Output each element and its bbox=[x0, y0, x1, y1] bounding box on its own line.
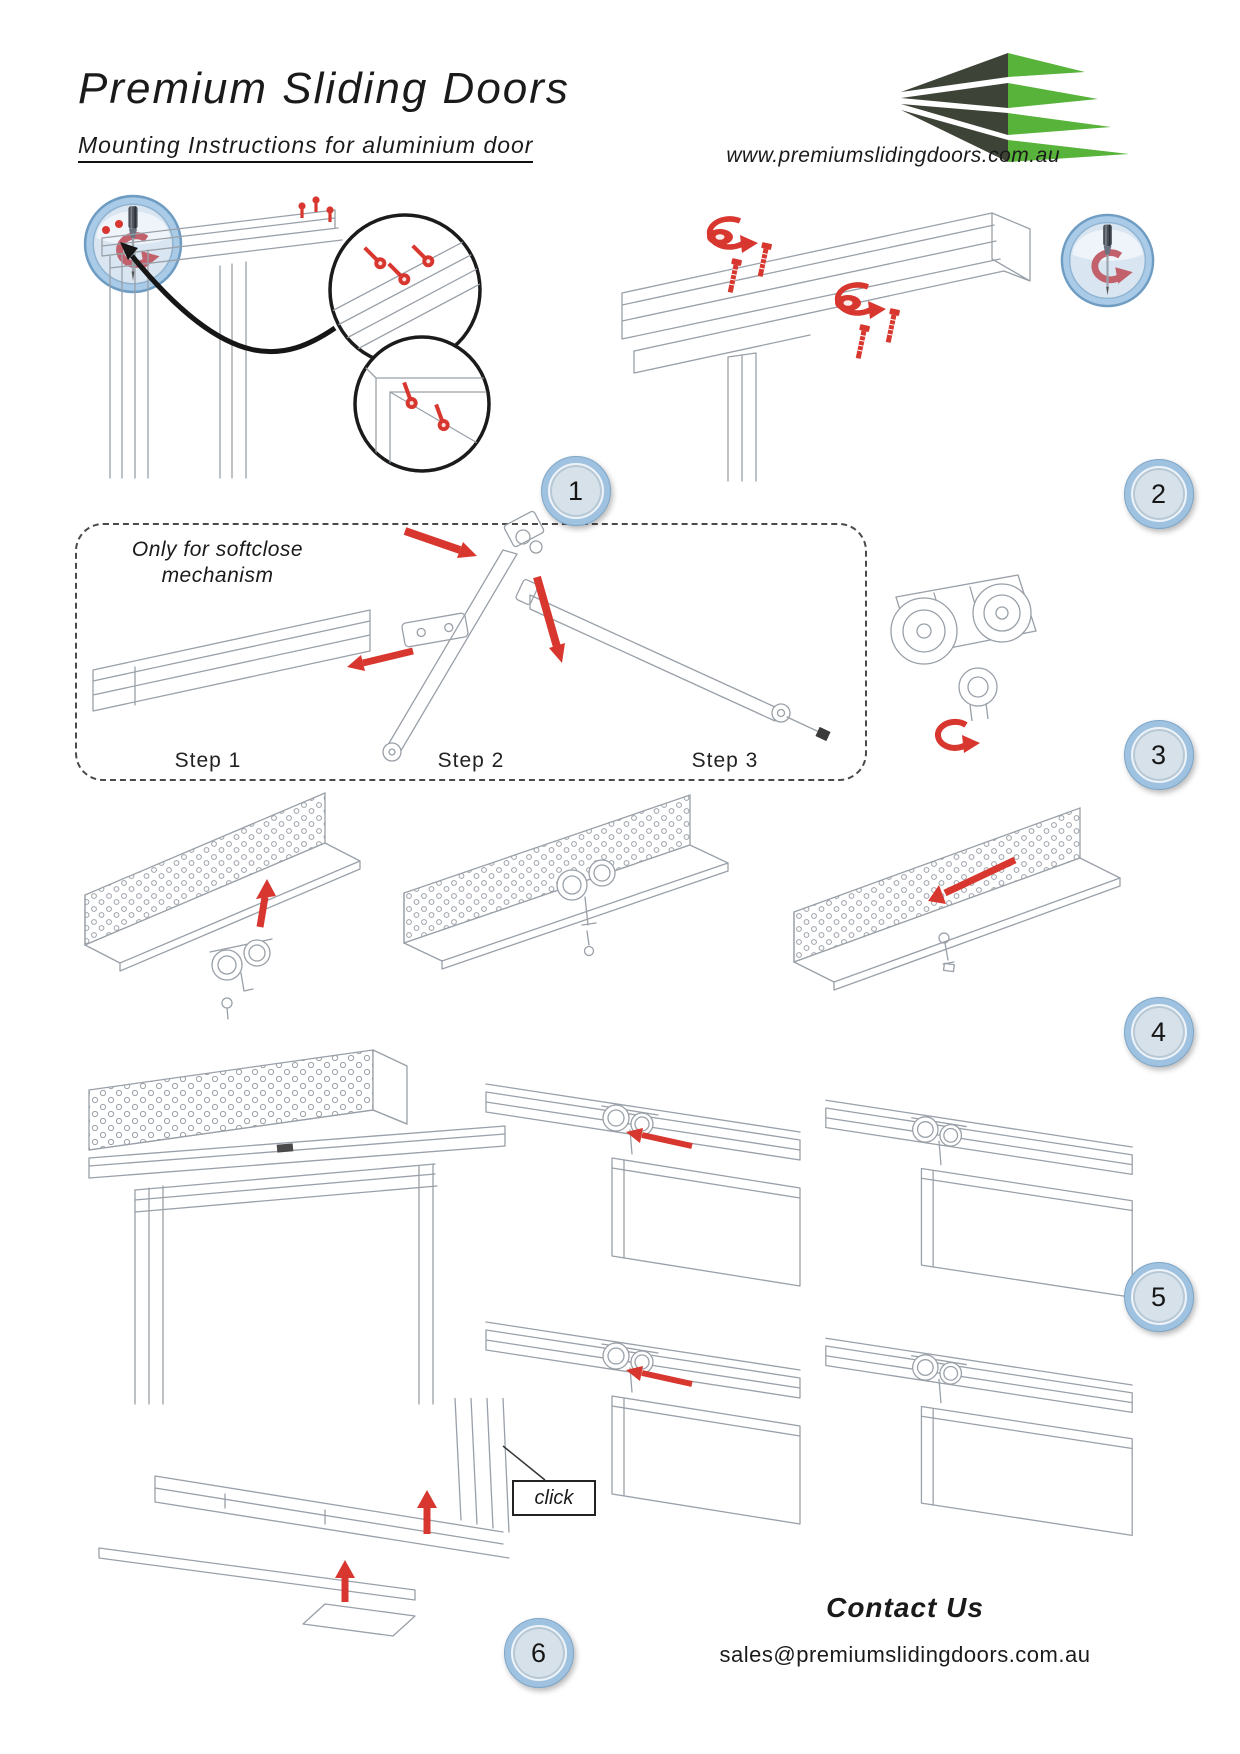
website-url: www.premiumslidingdoors.com.au bbox=[726, 144, 1060, 167]
top-track-adjustment-illustration bbox=[621, 212, 1031, 482]
roller bbox=[911, 1116, 967, 1166]
step-number: 5 bbox=[1131, 1269, 1187, 1325]
hang-door-step-illustration bbox=[825, 1337, 1133, 1536]
door-frame bbox=[101, 209, 343, 479]
step-badge-4: 4 bbox=[1124, 997, 1194, 1067]
step-number: 1 bbox=[548, 463, 604, 519]
red-arrow bbox=[417, 1490, 437, 1534]
softclose-box: Only for softclose mechanism Step 1 Step… bbox=[75, 523, 867, 781]
damper-end-nut bbox=[815, 726, 831, 742]
screwdriver bbox=[128, 206, 138, 281]
red-arrow bbox=[403, 527, 477, 558]
screwdriver-rotation-icon bbox=[1060, 213, 1155, 308]
company-logo bbox=[901, 53, 1129, 162]
track-slide-direction-illustration bbox=[793, 807, 1121, 991]
hang-door-step-illustration bbox=[485, 1321, 801, 1525]
red-arrow bbox=[256, 879, 276, 928]
hang-door-step-illustration bbox=[485, 1083, 801, 1287]
track bbox=[825, 1099, 1133, 1176]
perforated-track bbox=[403, 794, 729, 970]
roller-carriage-illustration bbox=[890, 574, 1037, 753]
step-number: 2 bbox=[1131, 466, 1187, 522]
screwdriver bbox=[1103, 224, 1112, 296]
roller-wheels bbox=[890, 583, 1032, 722]
contact-heading: Contact Us bbox=[826, 1592, 984, 1623]
contact-email: sales@premiumslidingdoors.com.au bbox=[719, 1642, 1091, 1667]
red-screws bbox=[363, 244, 435, 286]
click-leader-line bbox=[502, 1445, 546, 1481]
red-arrow bbox=[626, 1128, 693, 1149]
door-panel bbox=[920, 1405, 1133, 1536]
callout-arc-arrow bbox=[120, 242, 337, 355]
logo-wedges bbox=[901, 53, 1129, 162]
red-adjuster-cluster bbox=[834, 282, 900, 359]
pelmet-and-door-illustration bbox=[88, 1049, 506, 1405]
door-panel bbox=[611, 1157, 801, 1287]
bolt-below bbox=[938, 932, 956, 973]
perforated-track bbox=[84, 792, 361, 972]
door-panel bbox=[920, 1167, 1133, 1298]
track bbox=[825, 1337, 1133, 1414]
softclose-step3-label: Step 3 bbox=[691, 749, 759, 772]
step-number: 6 bbox=[511, 1625, 567, 1681]
red-adjuster-cluster bbox=[706, 216, 772, 293]
page-title: Premium Sliding Doors bbox=[78, 64, 570, 113]
softclose-step1-label: Step 1 bbox=[174, 749, 242, 772]
step-badge-6: 6 bbox=[504, 1618, 574, 1688]
red-rotation-arrow bbox=[935, 718, 980, 753]
roller bbox=[911, 1354, 967, 1404]
hang-door-step-illustration bbox=[825, 1099, 1133, 1298]
screwdriver-rotation-icon bbox=[83, 194, 183, 294]
step-badge-2: 2 bbox=[1124, 459, 1194, 529]
track-insert-roller-illustration bbox=[84, 792, 361, 1020]
step-badge-5: 5 bbox=[1124, 1262, 1194, 1332]
red-arrow bbox=[533, 575, 565, 663]
ceiling-track bbox=[88, 1125, 506, 1179]
red-screws bbox=[402, 381, 450, 432]
softclose-damper-arm bbox=[382, 510, 545, 762]
door-panel bbox=[611, 1395, 801, 1525]
softclose-mechanism-illustration bbox=[92, 510, 831, 762]
click-label: click bbox=[534, 1486, 574, 1509]
red-arrow bbox=[347, 647, 414, 671]
step-number: 4 bbox=[1131, 1004, 1187, 1060]
magnifier-detail-top bbox=[328, 213, 482, 367]
softclose-clip bbox=[401, 612, 469, 648]
bottom-guide-click-illustration bbox=[98, 1398, 546, 1637]
door-frame-screws-illustration bbox=[101, 196, 491, 479]
perforated-track bbox=[793, 807, 1121, 991]
step-badge-1: 1 bbox=[541, 456, 611, 526]
track-roller-engaged-illustration bbox=[403, 794, 729, 970]
perforated-pelmet bbox=[88, 1049, 408, 1151]
magnifier-detail-bottom bbox=[353, 335, 491, 473]
click-callout: click bbox=[512, 1480, 596, 1516]
door-bottom-corner bbox=[154, 1398, 510, 1559]
red-arrow bbox=[626, 1366, 693, 1387]
floor-guide-rail bbox=[98, 1547, 416, 1637]
softclose-damper-track bbox=[515, 578, 818, 732]
softclose-note: Only for softclose mechanism bbox=[131, 538, 304, 588]
red-arrow bbox=[335, 1560, 355, 1602]
softclose-channel bbox=[92, 609, 371, 712]
roller-below bbox=[209, 938, 273, 1020]
step-badge-3: 3 bbox=[1124, 720, 1194, 790]
red-corner-screws bbox=[102, 196, 334, 234]
roller bbox=[601, 1104, 659, 1155]
roller bbox=[601, 1342, 659, 1393]
door-frame bbox=[134, 1163, 438, 1405]
track-profile bbox=[621, 212, 1031, 482]
red-arrow bbox=[928, 856, 1017, 904]
softclose-step2-label: Step 2 bbox=[437, 749, 505, 772]
step-number: 3 bbox=[1131, 727, 1187, 783]
roller-engaged bbox=[556, 859, 616, 957]
page-subtitle: Mounting Instructions for aluminium door bbox=[78, 132, 534, 163]
rotation-arrow bbox=[1091, 249, 1133, 284]
